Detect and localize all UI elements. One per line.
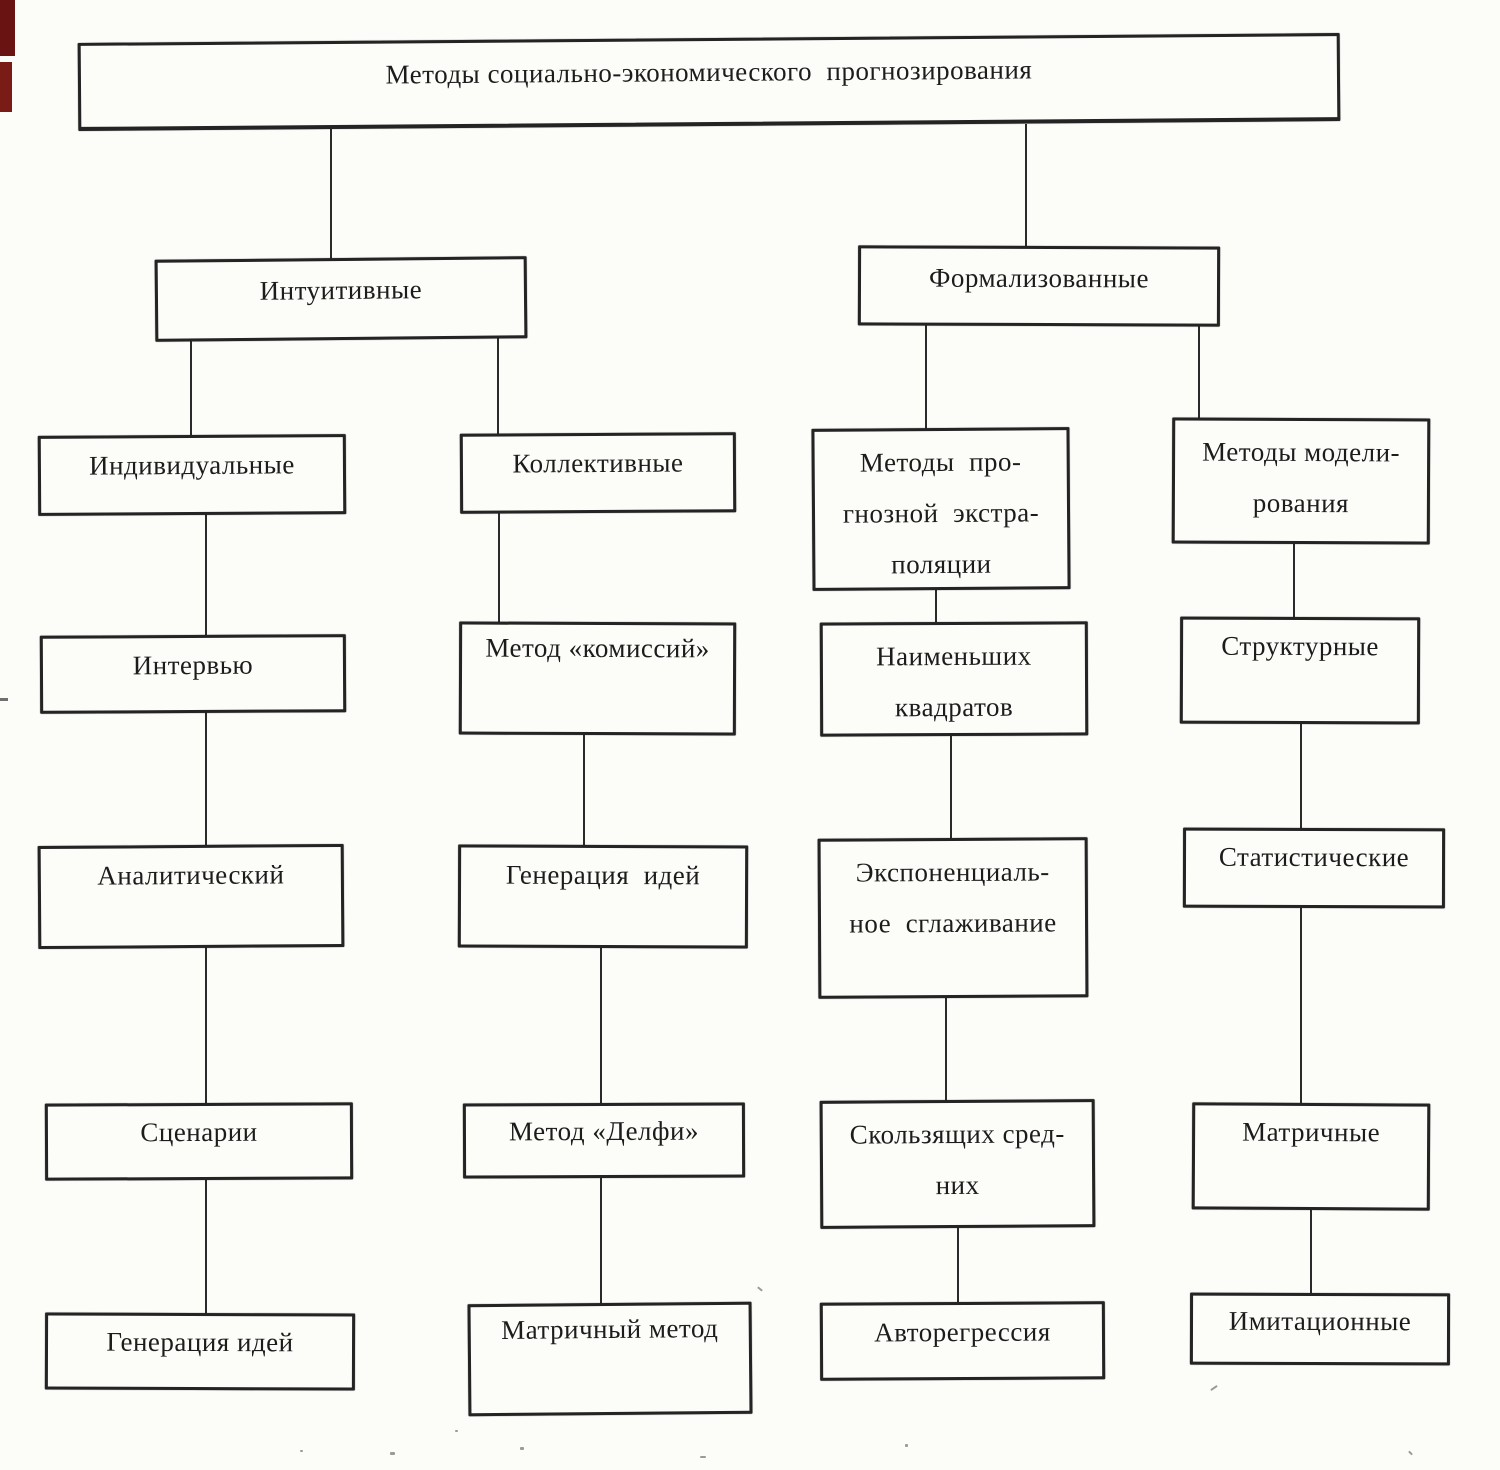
connector-root-formalized: [1025, 124, 1027, 248]
scan-speck: [905, 1444, 908, 1447]
connector-commissions-idea-generation: [583, 733, 585, 846]
node-structural: Структурные: [1179, 616, 1421, 725]
connector-formalized-extrapolation: [925, 324, 927, 429]
connector-statistical-matrix: [1300, 906, 1302, 1104]
node-delphi: Метод «Делфи»: [462, 1102, 746, 1179]
scan-speck: [300, 1450, 303, 1452]
connector-exponential-moving-averages: [945, 996, 947, 1101]
connector-scenarios-idea-generation: [205, 1178, 207, 1314]
connector-interview-analytical: [205, 711, 207, 846]
node-matrix-method: Матричный метод: [467, 1301, 753, 1417]
connector-structural-statistical: [1300, 722, 1302, 829]
scan-speck: [1408, 1450, 1413, 1456]
scan-speck: [1210, 1384, 1218, 1392]
scan-artifact-red-bar-bottom: [0, 62, 12, 112]
connector-collective-commissions: [498, 511, 500, 623]
connector-intuitive-individual: [190, 338, 192, 436]
node-moving-averages: Скользящих сред- них: [819, 1099, 1096, 1229]
node-intuitive: Интуитивные: [154, 256, 528, 342]
node-least-squares: Наименьших квадратов: [819, 621, 1089, 737]
node-interview: Интервью: [39, 634, 347, 714]
scan-speck: [520, 1447, 524, 1450]
connector-intuitive-collective: [497, 338, 499, 434]
node-idea-generation-individual: Генерация идей: [44, 1312, 356, 1391]
scan-speck: [390, 1452, 395, 1455]
connector-modeling-structural: [1293, 542, 1295, 618]
connector-moving-averages-autoregression: [957, 1226, 959, 1303]
connector-root-intuitive: [330, 124, 332, 260]
scan-speck: [757, 1286, 763, 1292]
connector-matrix-imitation: [1310, 1208, 1312, 1294]
node-imitation: Имитационные: [1189, 1292, 1451, 1366]
node-root-title: Методы социально-экономического прогнози…: [77, 33, 1341, 131]
node-formalized: Формализованные: [857, 245, 1221, 327]
node-analytical: Аналитический: [37, 843, 345, 950]
scan-speck: [455, 1430, 458, 1432]
node-autoregression: Авторегрессия: [819, 1301, 1106, 1381]
node-individual: Индивидуальные: [37, 434, 347, 516]
connector-formalized-modeling: [1198, 324, 1200, 419]
connector-extrapolation-least-squares: [935, 588, 937, 623]
node-matrix-modeling: Матричные: [1191, 1102, 1431, 1211]
node-commissions: Метод «комиссий»: [458, 621, 737, 736]
node-modeling: Методы модели- рования: [1171, 417, 1431, 545]
node-exponential-smoothing: Экспоненциаль- ное сглаживание: [817, 837, 1089, 999]
connector-delphi-matrix-method: [600, 1176, 602, 1304]
node-scenarios: Сценарии: [44, 1102, 354, 1181]
connector-idea-generation-delphi: [600, 946, 602, 1104]
connector-analytical-scenarios: [205, 946, 207, 1104]
node-statistical: Статистические: [1182, 827, 1446, 909]
scan-artifact-edge-dash: [0, 698, 8, 701]
connector-individual-interview: [205, 513, 207, 636]
node-collective: Коллективные: [459, 432, 737, 514]
scan-speck: [700, 1456, 706, 1458]
scan-artifact-red-bar-top: [0, 0, 15, 56]
node-idea-generation-collective: Генерация идей: [457, 844, 749, 949]
node-extrapolation: Методы про- гнозной экстра- поляции: [811, 427, 1071, 591]
connector-least-squares-exponential: [950, 734, 952, 839]
